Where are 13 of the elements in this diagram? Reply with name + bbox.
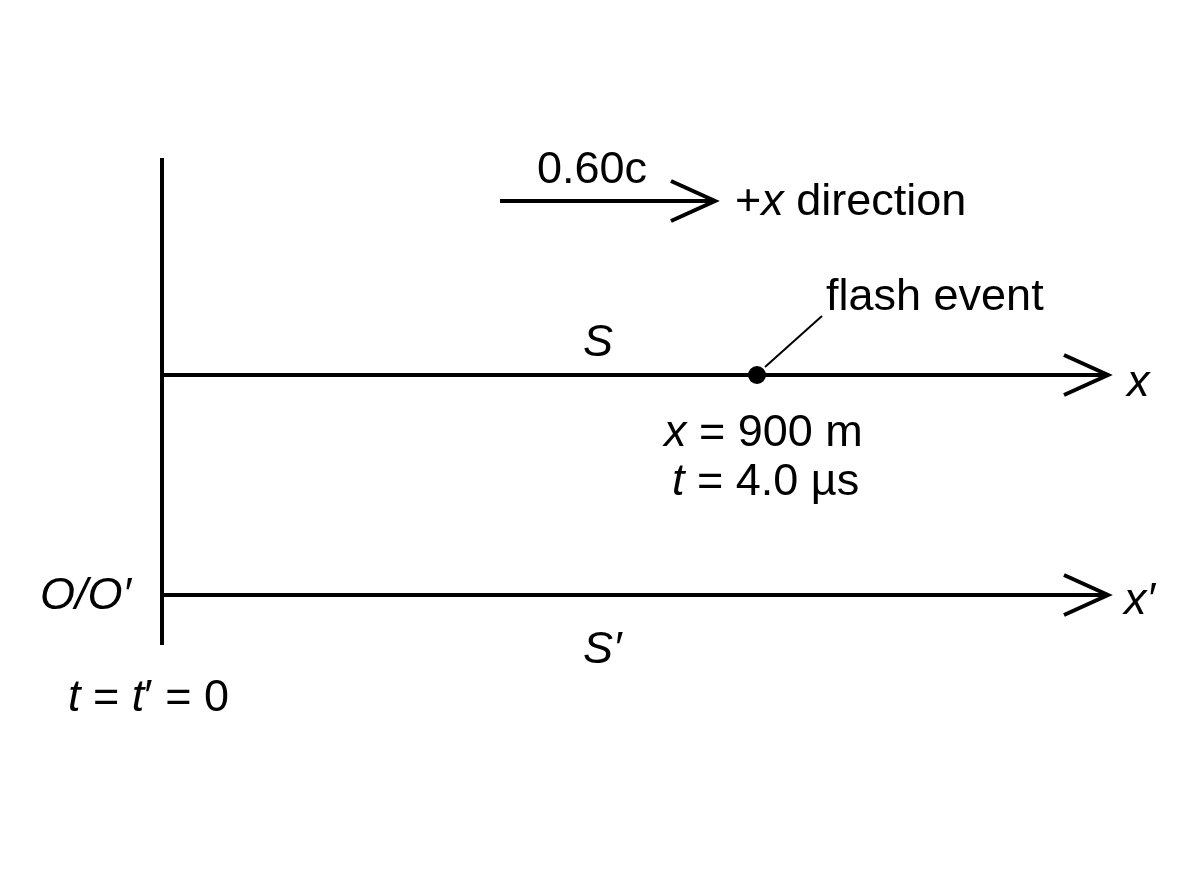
axis-label: x′ <box>1124 576 1155 621</box>
label: +x direction <box>735 177 967 222</box>
axis-label: S <box>583 318 613 363</box>
label: 0.60c <box>537 145 648 190</box>
label: t = t′ = 0 <box>68 673 230 718</box>
label: t = 4.0 µs <box>672 457 860 502</box>
axis-label: S′ <box>583 625 622 670</box>
callout-text: flash event <box>826 272 1044 317</box>
axis-label: O/O′ <box>40 571 131 616</box>
axis-label: x <box>1127 358 1150 403</box>
label: x = 900 m <box>664 408 863 453</box>
leader-line <box>764 315 823 368</box>
event-dot <box>748 366 766 384</box>
